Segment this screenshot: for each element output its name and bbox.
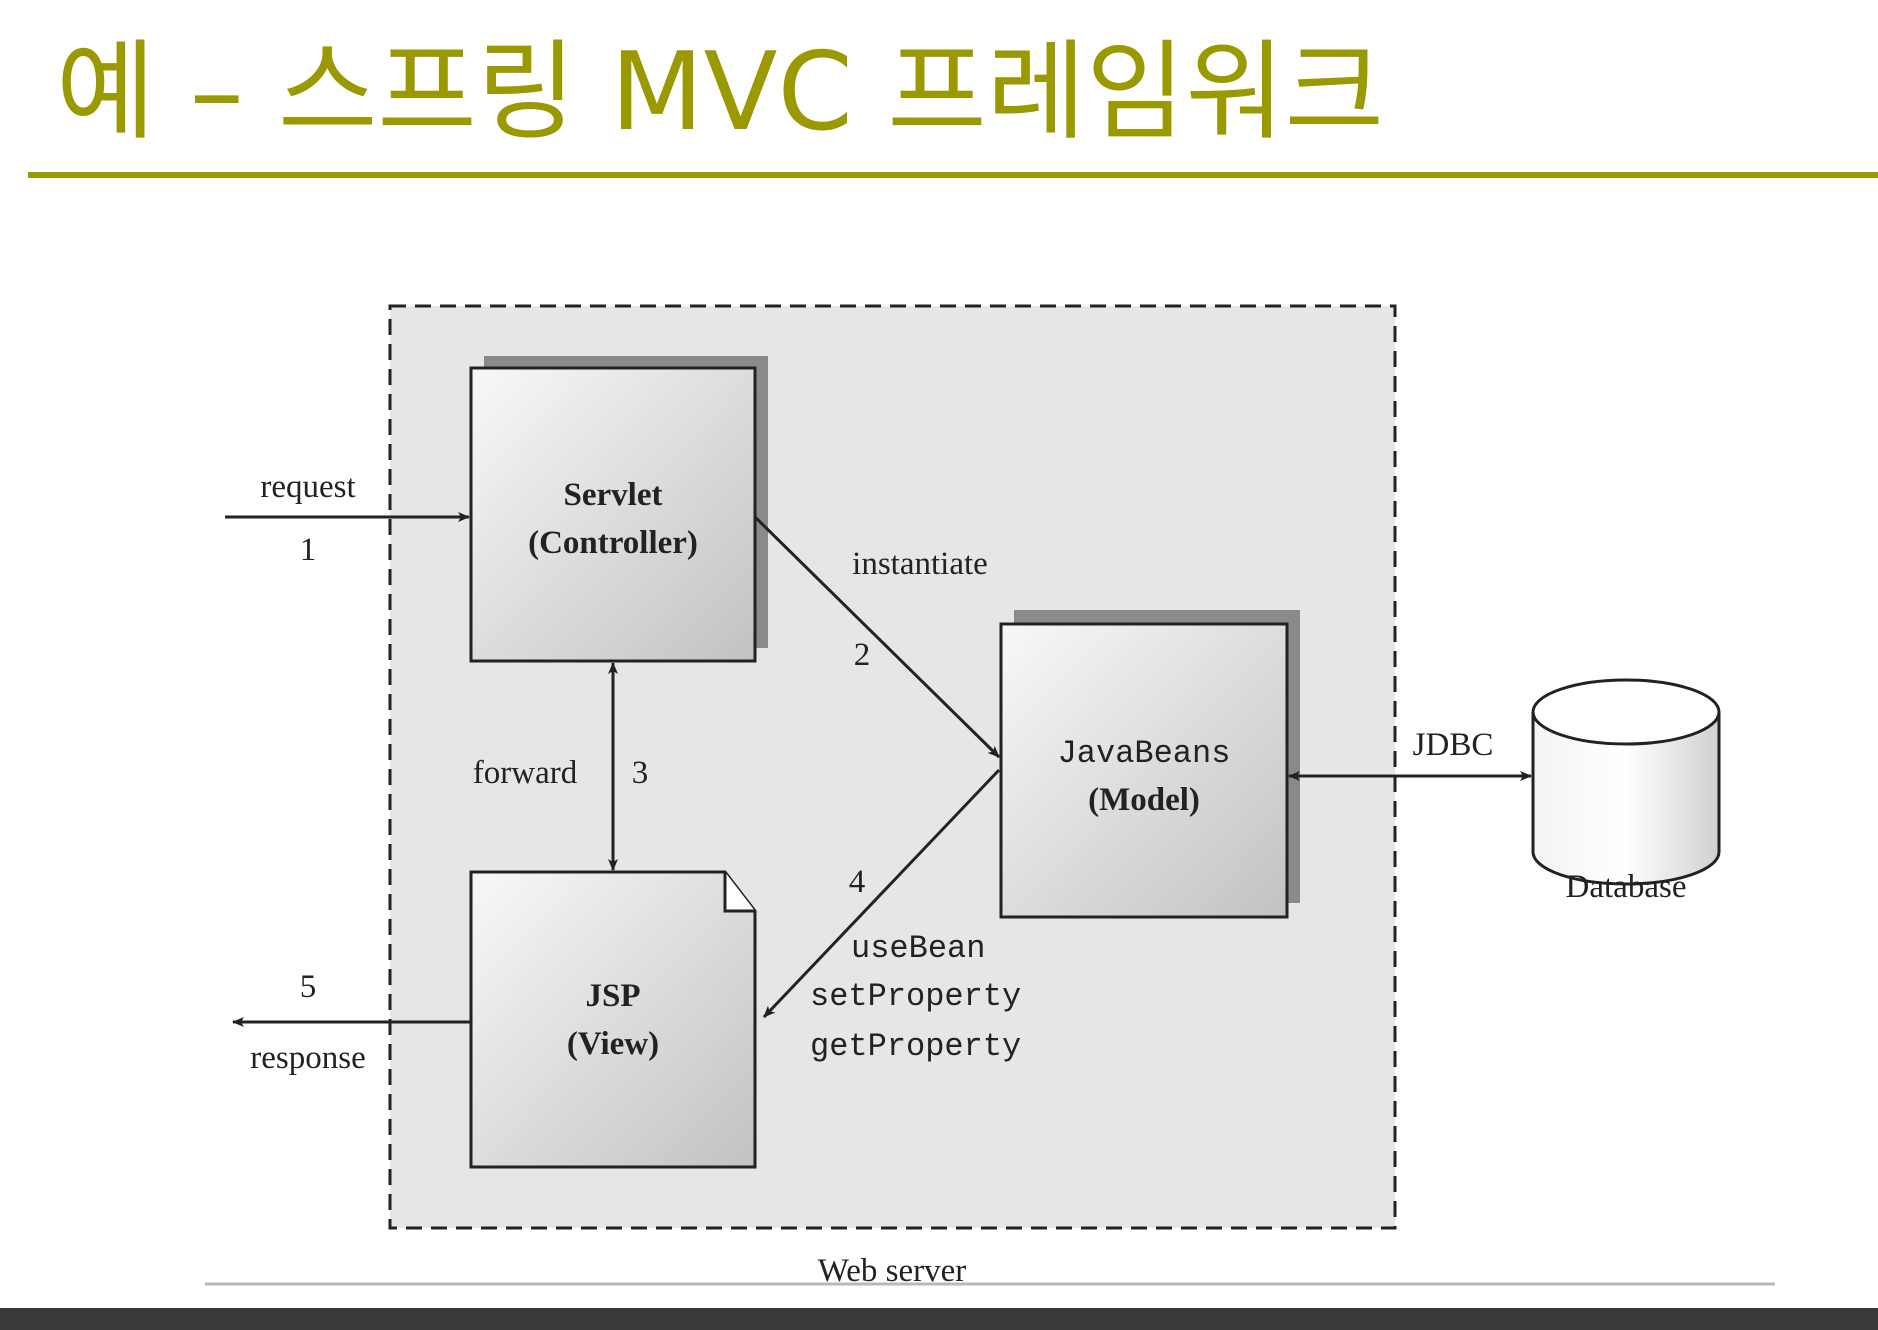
jsp-node: JSP (View) bbox=[469, 870, 757, 1169]
instantiate-label: instantiate bbox=[852, 546, 988, 582]
servlet-sublabel: (Controller) bbox=[528, 525, 698, 561]
footer-bar bbox=[0, 1308, 1878, 1330]
jdbc-label: JDBC bbox=[1413, 727, 1494, 763]
servlet-node: Servlet (Controller) bbox=[469, 356, 768, 663]
jsp-sublabel: (View) bbox=[567, 1026, 659, 1062]
usebean-line-usebean: useBean bbox=[851, 930, 985, 967]
jsp-box bbox=[469, 870, 757, 1169]
usebean-line-setproperty: setProperty bbox=[810, 978, 1021, 1015]
response-step: 5 bbox=[300, 969, 317, 1005]
jsp-fold bbox=[723, 872, 755, 913]
web-server-label: Web server bbox=[818, 1253, 967, 1289]
database-cylinder-top bbox=[1531, 678, 1721, 746]
title-underline bbox=[28, 172, 1878, 178]
javabeans-sublabel: (Model) bbox=[1088, 782, 1200, 818]
database-label: Database bbox=[1566, 869, 1687, 905]
jsp-label: JSP bbox=[585, 978, 640, 1014]
instantiate-arrow bbox=[753, 515, 1001, 759]
javabeans-label: JavaBeans bbox=[1058, 735, 1231, 772]
forward-label: forward bbox=[473, 755, 578, 791]
instantiate-step: 2 bbox=[854, 637, 871, 673]
servlet-box bbox=[469, 366, 757, 663]
usebean-line-getproperty: getProperty bbox=[810, 1028, 1021, 1065]
request-step: 1 bbox=[300, 532, 317, 568]
usebean-step: 4 bbox=[849, 864, 866, 900]
database-cylinder-body bbox=[1531, 712, 1721, 886]
request-label: request bbox=[260, 469, 355, 505]
servlet-label: Servlet bbox=[564, 477, 663, 513]
usebean-arrow bbox=[762, 768, 1001, 1019]
javabeans-box bbox=[999, 622, 1289, 919]
slide-title: 예 – 스프링 MVC 프레임워크 bbox=[56, 30, 1385, 155]
forward-step: 3 bbox=[632, 755, 649, 791]
javabeans-node: JavaBeans (Model) bbox=[999, 610, 1300, 919]
response-label: response bbox=[250, 1040, 365, 1076]
database-node: Database bbox=[1531, 678, 1721, 905]
